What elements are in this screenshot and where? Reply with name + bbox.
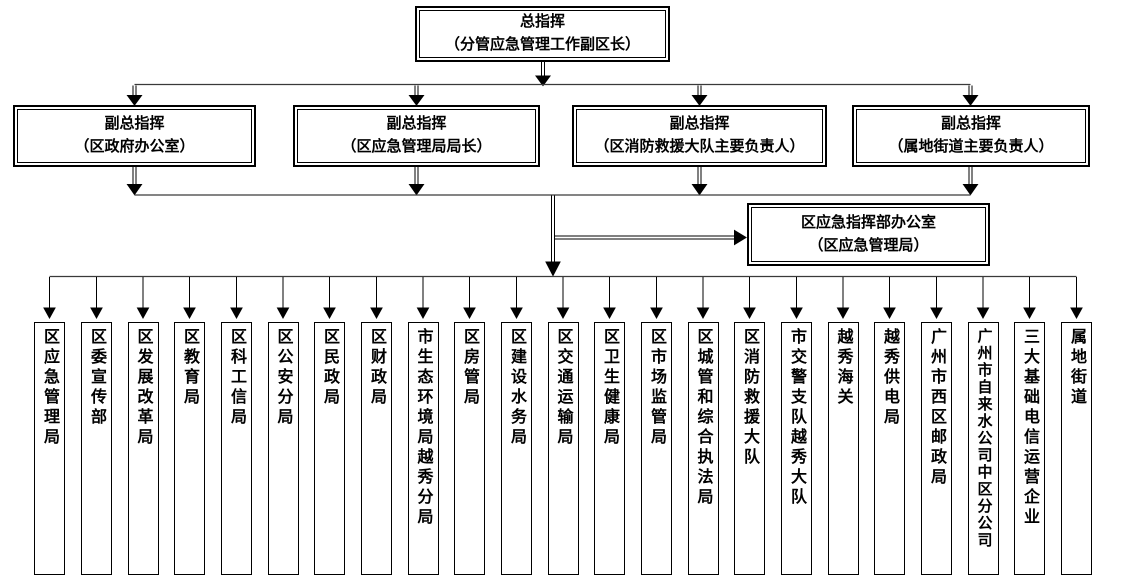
dept-box-4: 区教育局 xyxy=(174,322,205,575)
dept-box-6: 区公安分局 xyxy=(267,322,299,575)
dept-box-23: 属地街道 xyxy=(1061,322,1092,575)
dept-label: 越秀海关 xyxy=(834,328,852,408)
commander-subtitle: （分管应急管理工作副区长） xyxy=(444,37,640,53)
deputy-title: 副总指挥 xyxy=(104,116,165,132)
office-title: 区应急指挥部办公室 xyxy=(800,214,936,231)
dept-box-5: 区科工信局 xyxy=(221,322,252,575)
dept-box-2: 区委宣传部 xyxy=(81,322,112,575)
dept-label: 区教育局 xyxy=(181,328,198,408)
dept-box-8: 区财政局 xyxy=(361,322,392,575)
dept-box-3: 区发展改革局 xyxy=(127,322,159,575)
dept-box-17: 市交警支队越秀大队 xyxy=(781,322,812,575)
dept-label: 区公安分局 xyxy=(274,328,292,428)
dept-label: 三大基础电信运营企业 xyxy=(1021,328,1038,528)
deputy-box-1: 副总指挥 （区政府办公室） xyxy=(13,105,256,167)
dept-label: 区城管和综合执法局 xyxy=(694,328,712,508)
dept-box-15: 区城管和综合执法局 xyxy=(687,322,719,575)
deputy-subtitle: （属地街道主要负责人） xyxy=(888,139,1054,155)
deputy-subtitle: （区应急管理局局长） xyxy=(341,139,492,155)
dept-box-14: 区市场监管局 xyxy=(641,322,672,575)
dept-box-12: 区交通运输局 xyxy=(547,322,579,575)
dept-label: 广州市自来水公司中区分公司 xyxy=(975,328,992,549)
dept-label: 区市场监管局 xyxy=(648,328,665,448)
deputy-title: 副总指挥 xyxy=(669,116,730,132)
dept-label: 区房管局 xyxy=(461,328,478,408)
dept-label: 区建设水务局 xyxy=(508,328,525,448)
dept-label: 市生态环境局越秀分局 xyxy=(414,328,432,528)
deputy-box-4: 副总指挥 （属地街道主要负责人） xyxy=(852,105,1090,167)
office-subtitle: （区应急管理局） xyxy=(808,237,929,254)
office-box: 区应急指挥部办公室 （区应急管理局） xyxy=(747,203,990,266)
deputy-box-2: 副总指挥 （区应急管理局局长） xyxy=(293,105,540,167)
dept-box-13: 区卫生健康局 xyxy=(594,322,625,575)
dept-box-22: 三大基础电信运营企业 xyxy=(1014,322,1045,575)
dept-box-21: 广州市自来水公司中区分公司 xyxy=(967,322,999,575)
deputy-title: 副总指挥 xyxy=(940,116,1001,132)
deputy-subtitle: （区政府办公室） xyxy=(74,139,195,155)
dept-label: 广州市西区邮政局 xyxy=(928,328,945,488)
dept-box-9: 市生态环境局越秀分局 xyxy=(407,322,439,575)
dept-label: 区交通运输局 xyxy=(554,328,572,448)
dept-box-20: 广州市西区邮政局 xyxy=(921,322,952,575)
dept-label: 区消防救援大队 xyxy=(741,328,758,468)
dept-label: 越秀供电局 xyxy=(881,328,898,428)
commander-box: 总指挥 （分管应急管理工作副区长） xyxy=(415,6,670,62)
deputy-box-3: 副总指挥 （区消防救援大队主要负责人） xyxy=(572,105,827,167)
dept-box-1: 区应急管理局 xyxy=(34,322,65,575)
dept-box-19: 越秀供电局 xyxy=(874,322,905,575)
dept-label: 区应急管理局 xyxy=(41,328,58,448)
dept-label: 区发展改革局 xyxy=(134,328,152,448)
commander-title: 总指挥 xyxy=(519,14,565,30)
deputy-title: 副总指挥 xyxy=(386,116,447,132)
dept-label: 市交警支队越秀大队 xyxy=(788,328,805,508)
dept-label: 区委宣传部 xyxy=(88,328,105,428)
deputy-subtitle: （区消防救援大队主要负责人） xyxy=(594,139,805,155)
dept-label: 属地街道 xyxy=(1068,328,1085,408)
dept-label: 区卫生健康局 xyxy=(601,328,618,448)
dept-label: 区财政局 xyxy=(368,328,385,408)
dept-box-11: 区建设水务局 xyxy=(501,322,532,575)
dept-label: 区科工信局 xyxy=(228,328,245,428)
dept-box-18: 越秀海关 xyxy=(827,322,859,575)
dept-label: 区民政局 xyxy=(321,328,338,408)
dept-box-10: 区房管局 xyxy=(454,322,485,575)
dept-box-7: 区民政局 xyxy=(314,322,345,575)
dept-box-16: 区消防救援大队 xyxy=(734,322,765,575)
